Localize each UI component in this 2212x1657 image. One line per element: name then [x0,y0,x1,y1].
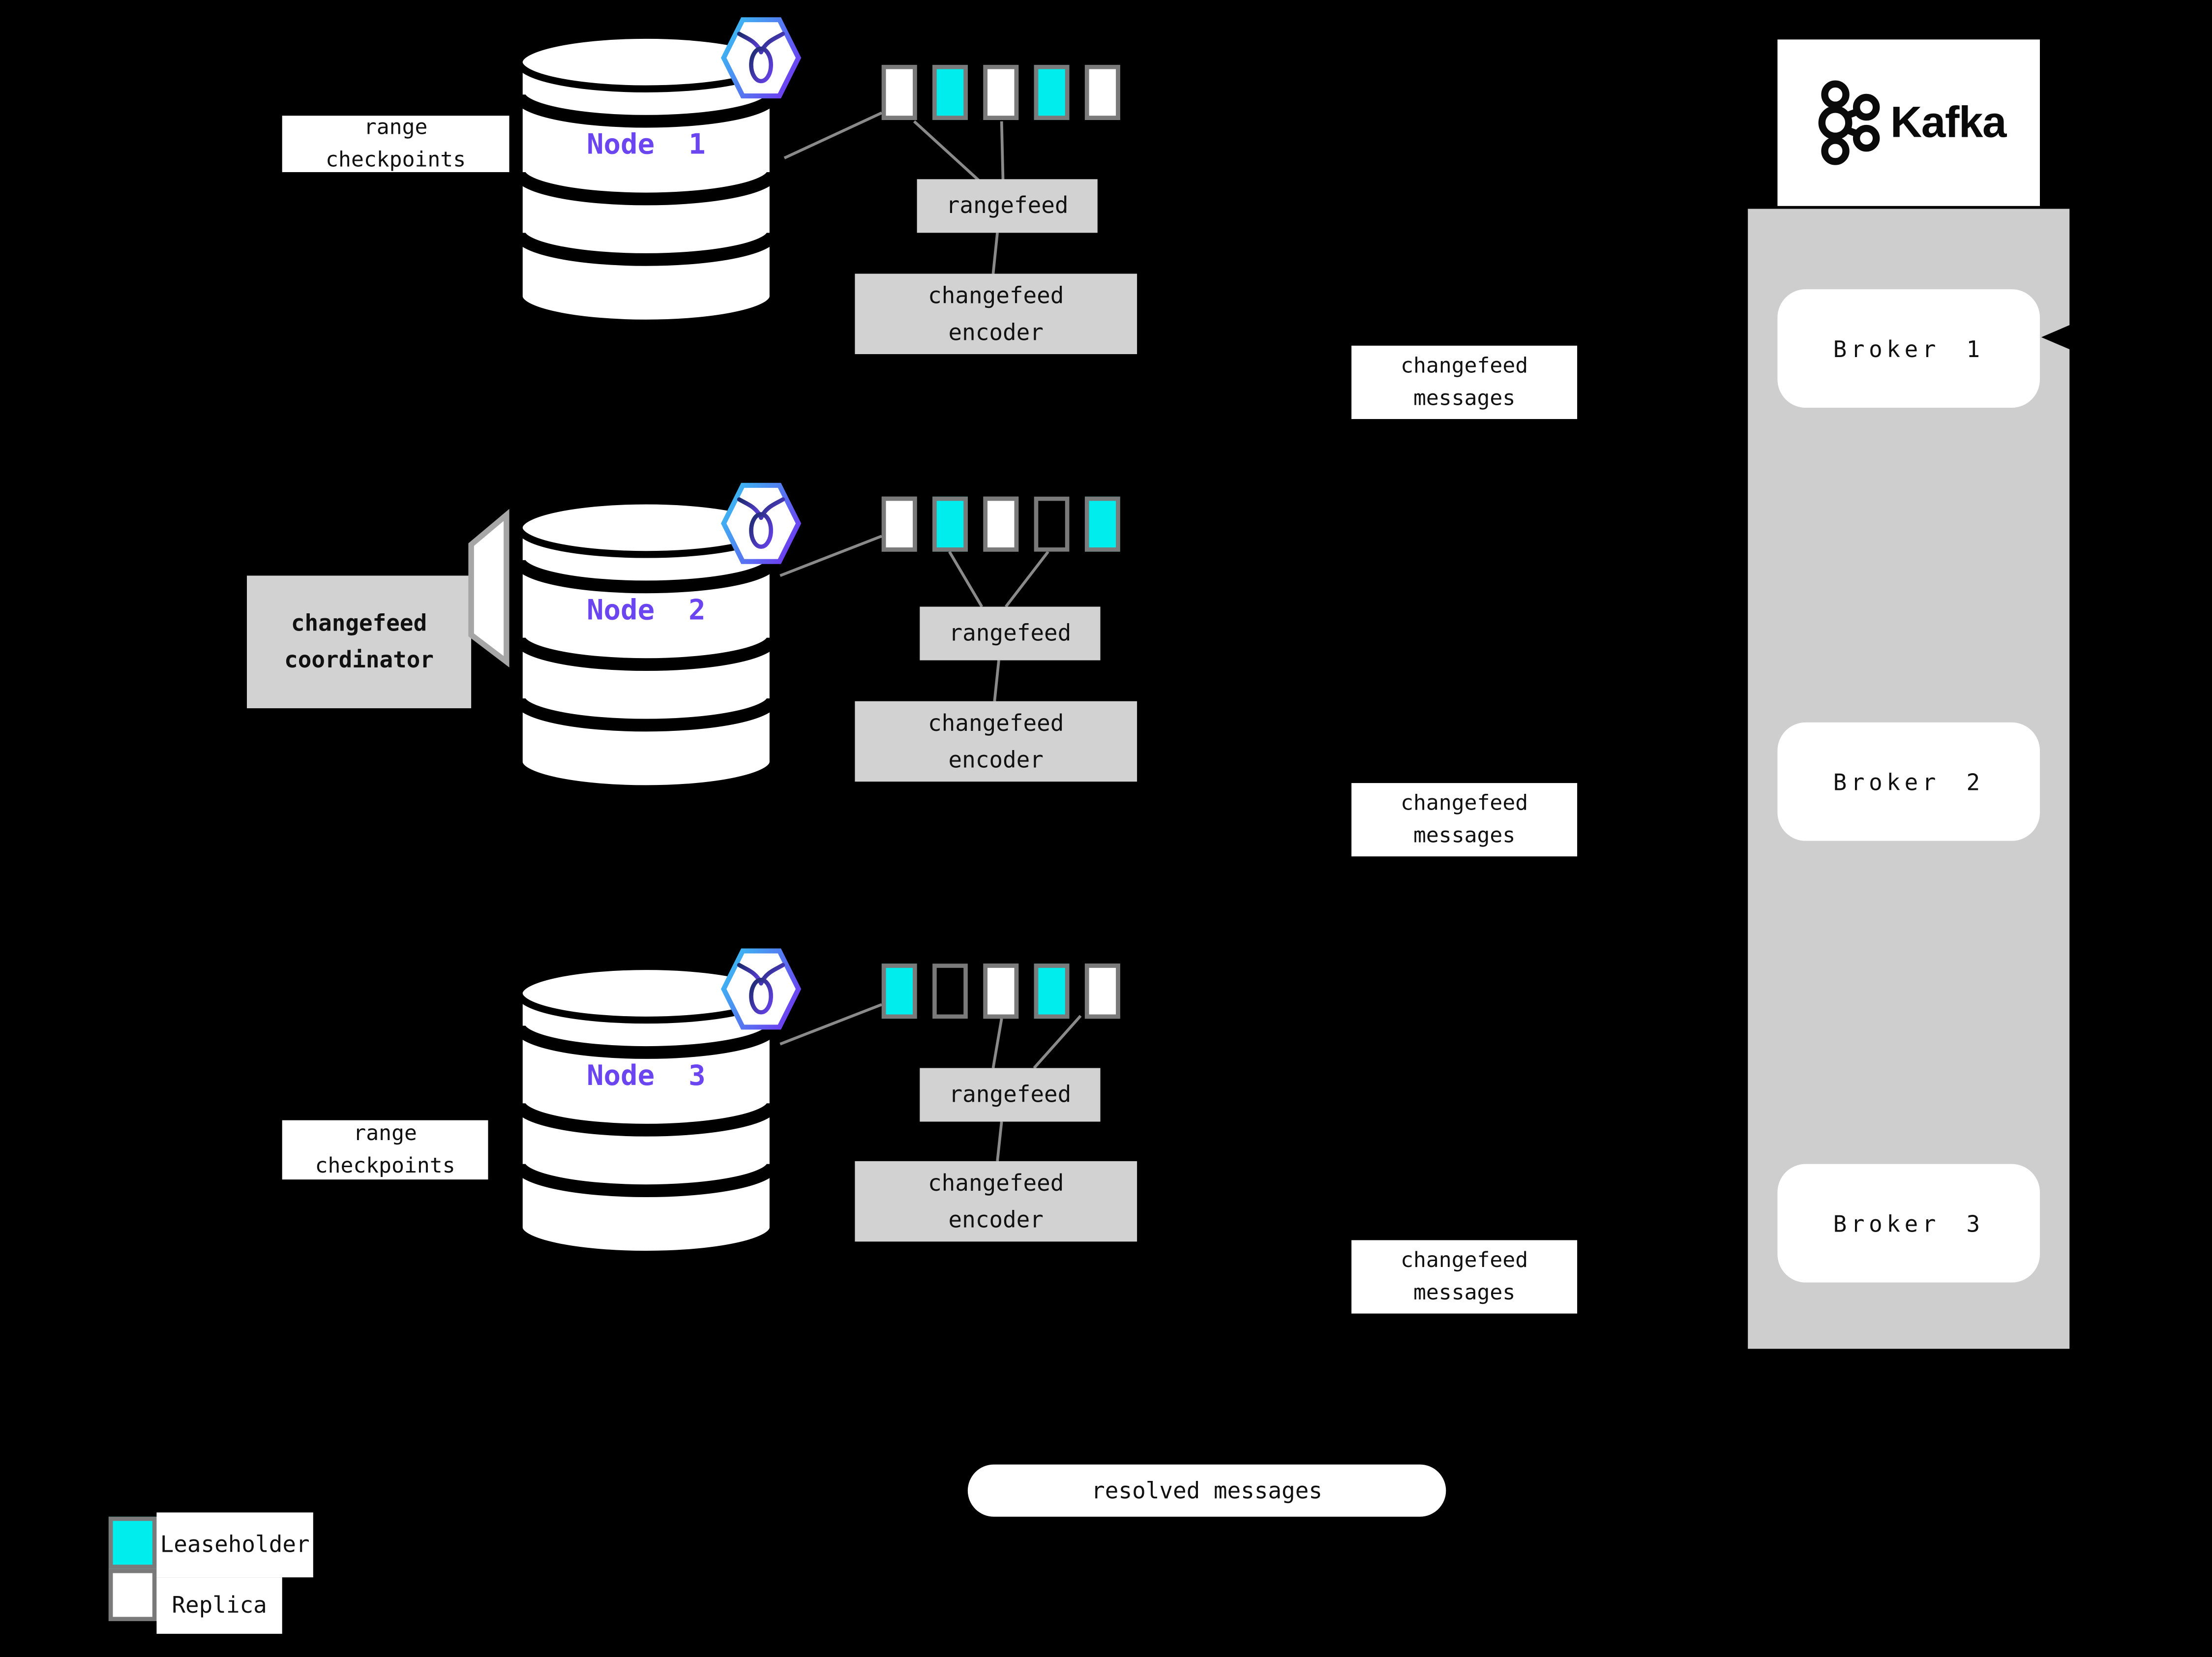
node1-rangefeed-box: rangefeed [917,179,1098,233]
range-square-replica [983,496,1019,552]
node2-rangefeed-box: rangefeed [920,606,1101,661]
node1-ranges [881,64,1120,120]
range-square-replica [1084,64,1120,120]
node3-database-cylinder [515,963,777,1258]
range-square-empty [932,964,968,1019]
encoder-text: changefeed encoder [928,1169,1064,1233]
coordinator-pointer [468,509,509,667]
encoder-text: changefeed encoder [928,282,1064,345]
legend-replica-label: Replica [156,1577,282,1634]
range-checkpoints-text: range checkpoints [326,116,466,172]
legend-leaseholder-swatch [108,1516,157,1569]
node3-changefeed-encoder-box: changefeed encoder [855,1161,1137,1242]
node1-changefeed-messages-label: changefeed messages [1351,345,1578,419]
node3-ranges [881,964,1120,1019]
cockroachdb-icon [720,482,802,564]
range-square-leaseholder [1084,496,1120,552]
changefeed-coordinator-label: changefeed coordinator [247,575,472,709]
range-square-leaseholder [932,64,968,120]
messages-text: changefeed messages [1401,789,1528,848]
rangefeed-text: rangefeed [949,1081,1072,1108]
broker-1: Broker 1 [1777,289,2040,408]
node1-label: Node 1 [586,127,706,161]
cockroachdb-icon [720,17,802,99]
kafka-wordmark: Kafka [1890,97,2006,147]
legend-replica-text: Replica [172,1592,267,1619]
range-checkpoints-text: range checkpoints [315,1119,455,1178]
node3-label: Node 3 [586,1058,706,1092]
legend-leaseholder-text: Leaseholder [160,1531,310,1558]
rangefeed-text: rangefeed [949,619,1072,647]
legend-leaseholder-label: Leaseholder [156,1512,313,1578]
node2-changefeed-messages-label: changefeed messages [1351,783,1578,857]
kafka-logo-box: Kafka [1777,39,2040,206]
range-square-leaseholder [932,496,968,552]
legend-replica-swatch [108,1568,157,1622]
range-square-replica [1084,964,1120,1019]
broker-2: Broker 2 [1777,722,2040,841]
messages-text: changefeed messages [1401,352,1528,411]
range-square-leaseholder [1034,64,1070,120]
coordinator-text: changefeed coordinator [284,610,434,673]
kafka-icon [1818,80,1880,165]
range-square-leaseholder [881,964,917,1019]
messages-text: changefeed messages [1401,1247,1528,1305]
range-square-empty [1034,496,1070,552]
range-square-leaseholder [1034,964,1070,1019]
range-checkpoints-label-node1: range checkpoints [282,116,509,172]
node3-changefeed-messages-label: changefeed messages [1351,1240,1578,1314]
resolved-messages-label: resolved messages [967,1464,1446,1517]
broker-3: Broker 3 [1777,1164,2040,1283]
node2-ranges [881,496,1120,552]
rangefeed-text: rangefeed [946,192,1069,219]
node1-changefeed-encoder-box: changefeed encoder [855,273,1137,355]
encoder-text: changefeed encoder [928,709,1064,773]
cockroachdb-icon [720,948,802,1030]
node2-label: Node 2 [586,592,706,627]
node3-rangefeed-box: rangefeed [920,1068,1101,1122]
range-square-replica [881,496,917,552]
range-square-replica [983,964,1019,1019]
node2-changefeed-encoder-box: changefeed encoder [855,701,1137,782]
node1-database-cylinder [515,31,777,327]
range-square-replica [983,64,1019,120]
arrowhead-into-broker1 [2041,324,2071,350]
range-checkpoints-label-node3: range checkpoints [282,1119,488,1180]
resolved-messages-text: resolved messages [1091,1477,1322,1504]
range-square-replica [881,64,917,120]
